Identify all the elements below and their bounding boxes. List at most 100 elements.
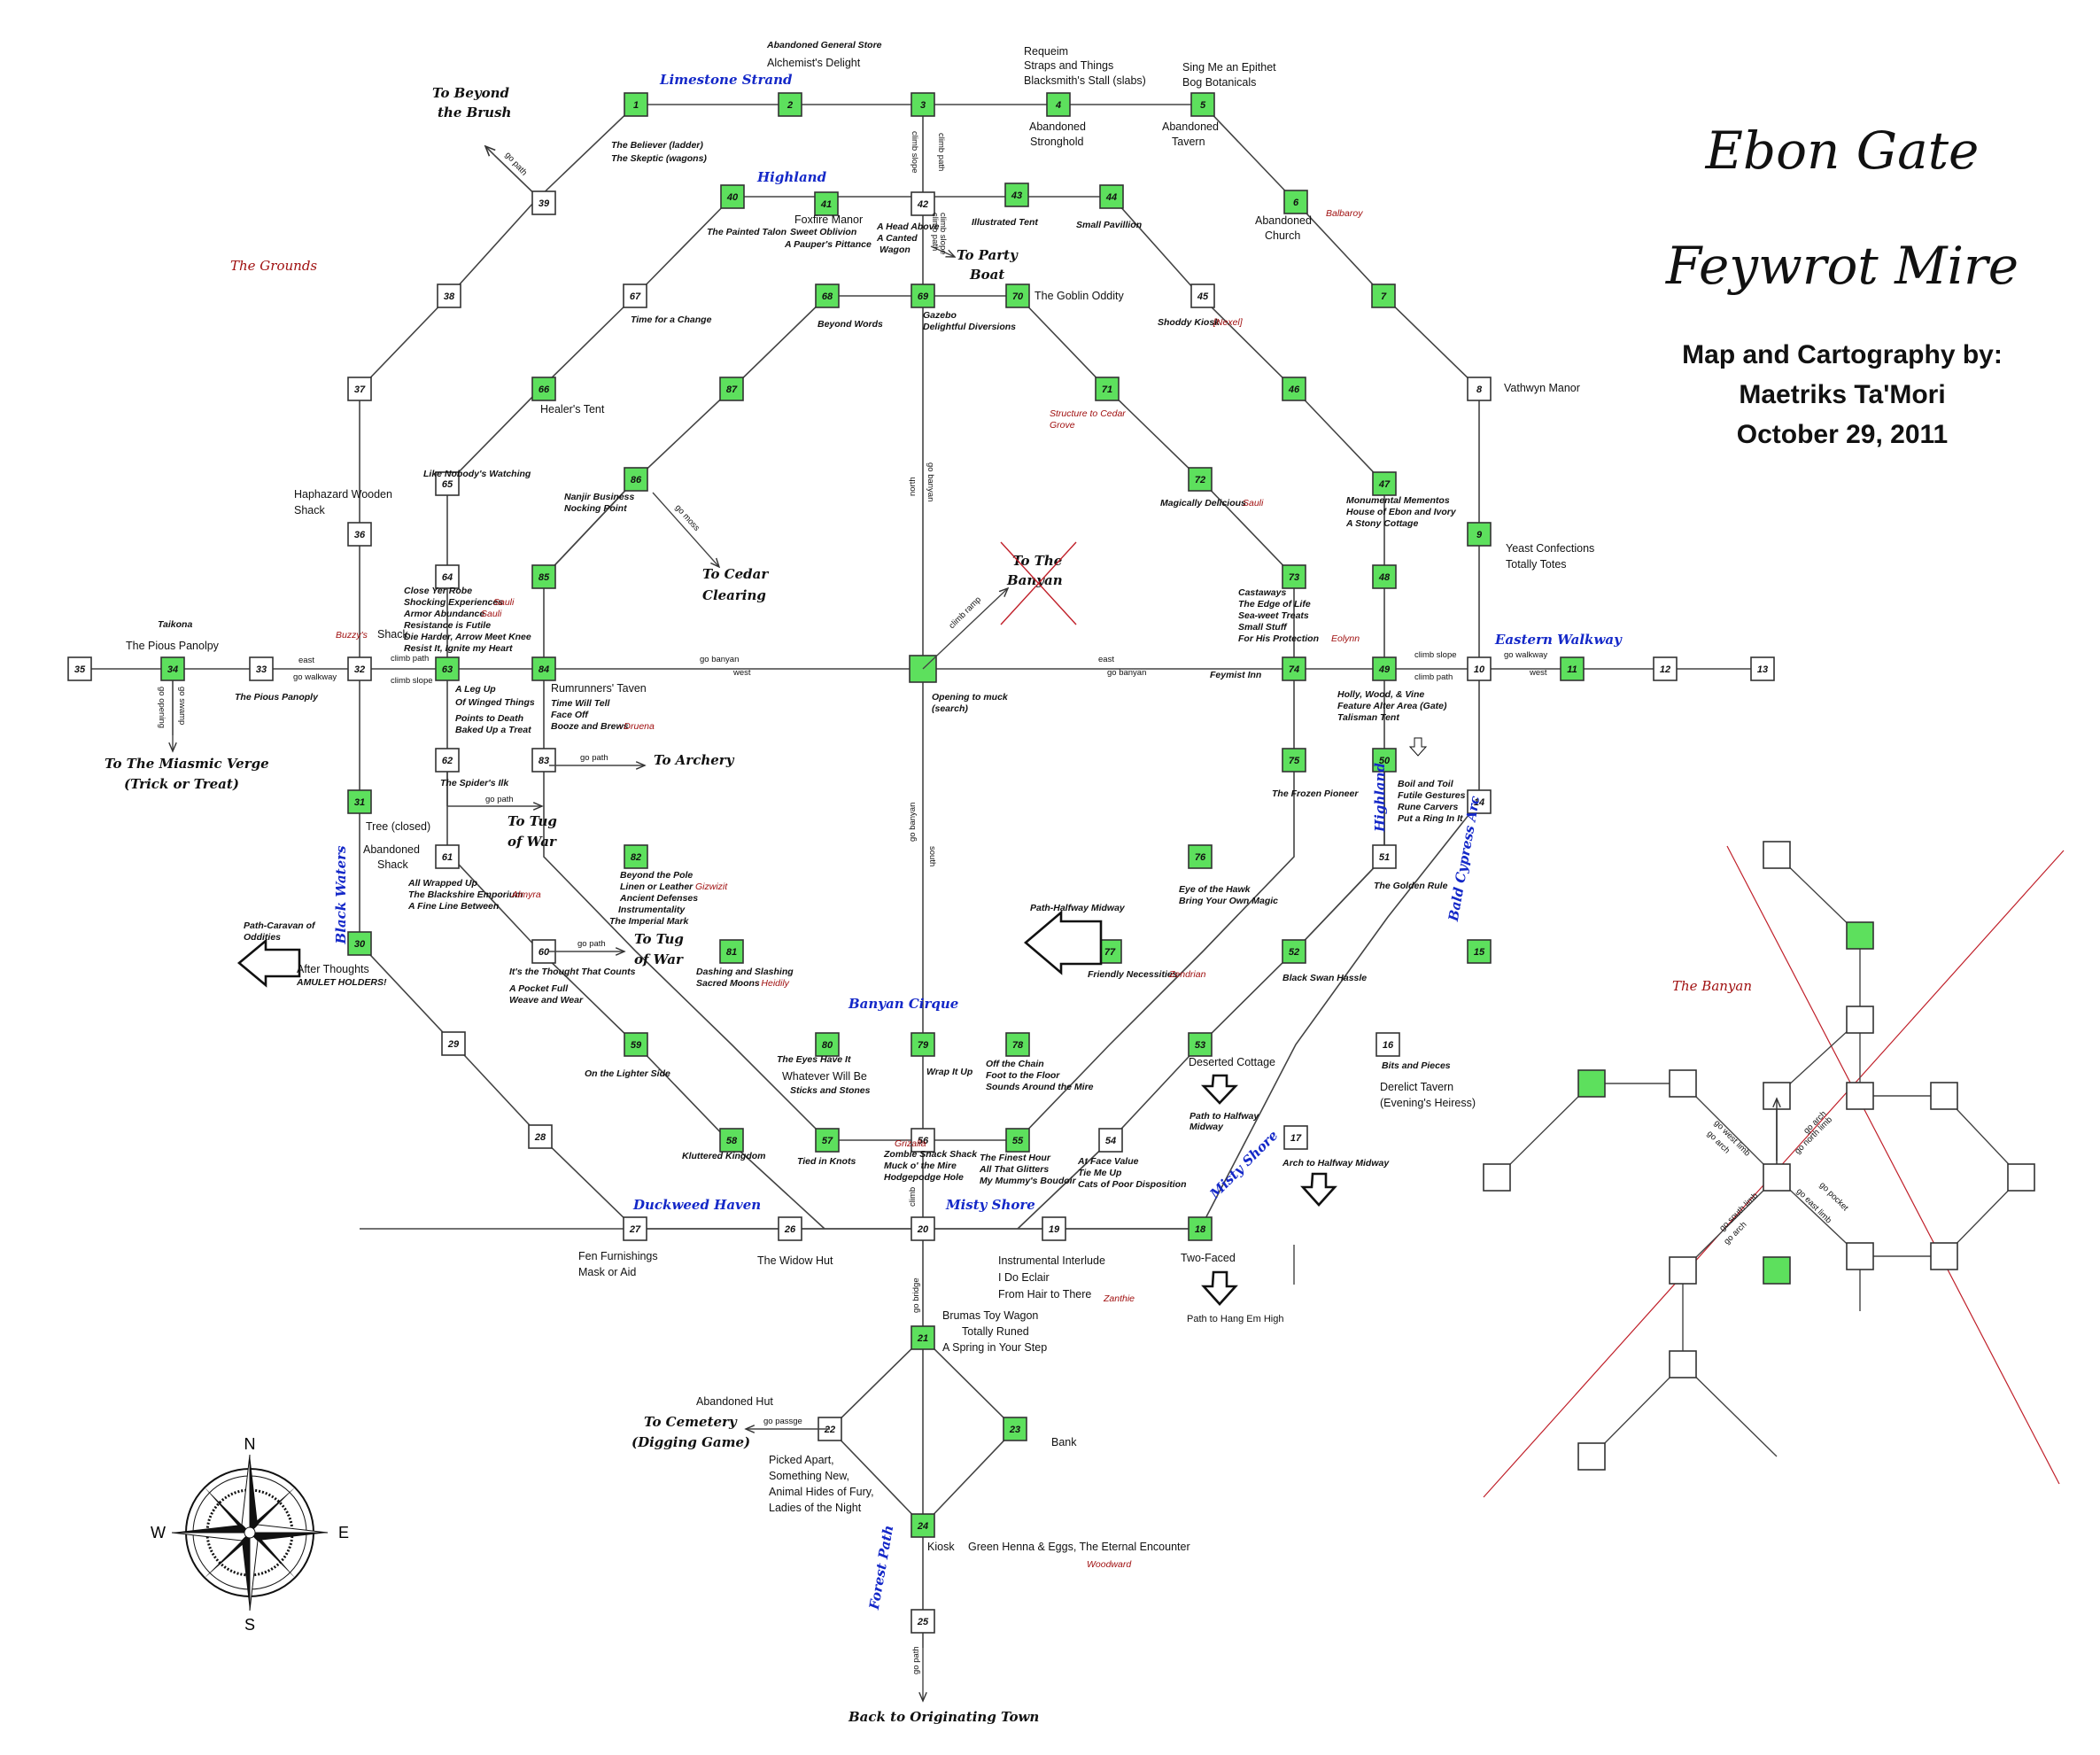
banyan-room (1669, 1069, 1697, 1098)
label: Requeim (1024, 45, 1068, 58)
label: Totally Runed (962, 1325, 1029, 1338)
room-box (815, 283, 840, 308)
label: Sounds Around the Mire (986, 1082, 1094, 1092)
room-number: 15 (1474, 947, 1485, 958)
room-box (1372, 471, 1397, 496)
room-box (1372, 748, 1397, 773)
label: Wrap It Up (926, 1067, 973, 1077)
label: Weave and Wear (509, 995, 584, 1006)
room-18: 18 (1188, 1216, 1213, 1241)
dir-label: climb path (1414, 672, 1453, 682)
area-eastern: Eastern Walkway (1494, 632, 1623, 648)
room-box (1467, 377, 1492, 401)
room-1: 1 (624, 92, 648, 117)
arrow-down-icon (1300, 1172, 1337, 1207)
dir-label: climb path (930, 213, 940, 251)
label: Sweet Oblivion (790, 227, 856, 237)
label: - Heidily (756, 978, 790, 989)
room-number: 81 (726, 947, 737, 958)
banyan-room (1669, 1350, 1697, 1378)
room-number: 16 (1383, 1040, 1394, 1051)
room-box (1282, 564, 1306, 589)
room-number: 40 (726, 192, 739, 203)
room-box (531, 190, 556, 215)
label: Straps and Things (1024, 59, 1113, 72)
room-box (911, 1513, 935, 1538)
room-box (911, 1032, 935, 1057)
arrow-left-icon (236, 938, 301, 988)
dest-archery: To Archery (654, 752, 735, 768)
label: Die Harder, Arrow Meet Knee (404, 632, 531, 642)
room-4: 4 (1046, 92, 1071, 117)
label: Instrumental Interlude (998, 1254, 1105, 1267)
room-82: 82 (624, 844, 648, 869)
room-7: 7 (1371, 283, 1396, 308)
room-box (1282, 377, 1306, 401)
room-number: 45 (1197, 291, 1209, 302)
label: Whatever Will Be (782, 1070, 867, 1083)
room-75: 75 (1282, 748, 1306, 773)
label: Kluttered Kingdom (682, 1151, 766, 1161)
room-3: 3 (911, 92, 935, 117)
label: Delightful Diversions (923, 322, 1016, 332)
room-49: 49 (1372, 656, 1397, 681)
area-black-waters: Black Waters (333, 845, 349, 944)
room-number: 44 (1105, 192, 1117, 203)
room-box (531, 656, 556, 681)
label: Booze and Brews (551, 721, 629, 732)
room-number: 11 (1567, 664, 1577, 675)
room-13: 13 (1750, 656, 1775, 681)
room-42: 42 (911, 191, 935, 216)
banyan-room (1483, 1163, 1511, 1192)
room-74: 74 (1282, 656, 1306, 681)
room-14: 14 (1467, 789, 1492, 814)
room-16: 16 (1375, 1032, 1400, 1057)
room-80: 80 (815, 1032, 840, 1057)
banyan-room (2007, 1163, 2035, 1192)
dest-hang: Path to Hang Em High (1187, 1314, 1283, 1324)
place-labels: Abandoned General Store Alchemist's Deli… (126, 40, 1594, 1570)
room-46: 46 (1282, 377, 1306, 401)
room-box (815, 1032, 840, 1057)
room-number: 13 (1757, 664, 1768, 675)
dest-tug1-2: of War (508, 834, 557, 850)
room-number: 69 (918, 291, 929, 302)
dir-label: climb (908, 1187, 918, 1207)
room-box (1003, 1417, 1027, 1441)
room-number: 66 (539, 384, 550, 395)
label: Boil and Toil (1398, 779, 1454, 789)
room-number: 26 (784, 1224, 796, 1235)
label: A Fine Line Between (407, 901, 499, 912)
room-number: 76 (1195, 852, 1206, 863)
label: Sing Me an Epithet (1182, 61, 1276, 74)
area-forest-path: Forest Path (866, 1524, 897, 1611)
banyan-room (1763, 841, 1791, 869)
room-6: 6 (1283, 190, 1308, 214)
room-19: 19 (1042, 1216, 1066, 1241)
label: Shack (377, 628, 408, 641)
room-12: 12 (1653, 656, 1678, 681)
dir-label: go path (485, 795, 514, 804)
room-number: 42 (917, 199, 928, 210)
room-15: 15 (1467, 939, 1492, 964)
banyan-rooms-layer (1483, 841, 2035, 1471)
label: A Leg Up (454, 684, 496, 695)
room-number: 32 (354, 664, 365, 675)
dir-label: go path (503, 151, 529, 178)
label: Kiosk (927, 1541, 955, 1553)
room-box (441, 1031, 466, 1056)
room-box (1467, 939, 1492, 964)
dest-caravan-1: Path-Caravan of (244, 920, 316, 931)
credit-line3: October 29, 2011 (1737, 420, 1948, 449)
label: Friendly Necessities (1088, 969, 1178, 980)
label: Grove (1050, 420, 1075, 431)
label: Of Winged Things (455, 697, 535, 708)
label: Time Will Tell (551, 698, 611, 709)
label: Green Henna & Eggs, The Eternal Encounte… (968, 1541, 1190, 1553)
label: Tied in Knots (797, 1156, 856, 1167)
label: Small Stuff (1238, 622, 1288, 633)
label: Bog Botanicals (1182, 76, 1256, 89)
room-box (435, 564, 460, 589)
label: Points to Death (455, 713, 523, 724)
room-73: 73 (1282, 564, 1306, 589)
